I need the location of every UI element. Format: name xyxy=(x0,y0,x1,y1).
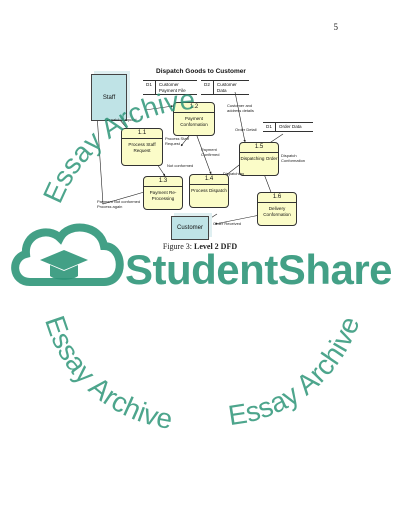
figure-caption: Figure 3: Level 2 DFD xyxy=(162,242,238,251)
process-id: 1.3 xyxy=(144,177,182,187)
flow-label-dispatch-conformation: Dispatch Conformation xyxy=(281,153,306,163)
process-1-4: 1.4 Process Dispatch xyxy=(189,174,229,208)
process-id: 1.6 xyxy=(258,193,296,203)
watermark-arc-top: Essay Archive xyxy=(37,84,196,208)
process-name: Payment Re-Processing xyxy=(149,190,177,201)
entity-customer: Customer xyxy=(171,216,209,240)
diagram-title: Dispatch Goods to Customer xyxy=(156,68,246,75)
process-name: Process Dispatch xyxy=(191,188,227,193)
process-id: 1.2 xyxy=(174,103,214,113)
process-id: 1.5 xyxy=(240,143,278,153)
flow-label-dispatching: Dispatching xyxy=(223,171,244,176)
process-1-6: 1.6 Delivery Conformation xyxy=(257,192,297,226)
flow-label-payment-confirmed: Payment Confirmed xyxy=(201,147,220,157)
flow-label-order-received: Order Received xyxy=(213,221,242,226)
process-id: 1.4 xyxy=(190,175,228,185)
flow-label-not-conformed: Not conformed xyxy=(167,163,194,168)
process-name: Dispatching Order xyxy=(240,156,278,161)
cloud-icon xyxy=(11,223,124,286)
process-name: Process Staff Request xyxy=(128,142,156,153)
caption-title: Level 2 DFD xyxy=(194,242,238,251)
watermark-brand: StudentShare xyxy=(125,246,393,293)
store-id: D1 xyxy=(263,123,276,131)
process-1-5: 1.5 Dispatching Order xyxy=(239,142,279,176)
page-number: 5 xyxy=(333,22,339,32)
process-name: Payment Conformation xyxy=(180,116,208,127)
store-order-data: D1 Order Data xyxy=(263,122,313,132)
process-1-1: 1.1 Process Staff Request xyxy=(121,128,163,166)
store-name: Customer Data xyxy=(216,82,237,93)
svg-text:Essay Archive: Essay Archive xyxy=(39,312,175,435)
process-id: 1.1 xyxy=(122,129,162,139)
svg-text:Essay Archive: Essay Archive xyxy=(226,312,365,431)
store-customer-payment-file: D1 Customer Payment File xyxy=(143,80,197,95)
process-1-3: 1.3 Payment Re-Processing xyxy=(143,176,183,210)
store-id: D2 xyxy=(201,81,214,94)
graduation-cap-icon xyxy=(40,250,88,280)
process-name: Delivery Conformation xyxy=(263,206,291,217)
entity-staff: Staff xyxy=(91,74,127,121)
flow-label-order-detail: Order Detail xyxy=(235,127,257,132)
caption-prefix: Figure 3 xyxy=(162,242,190,251)
store-name: Customer Payment File xyxy=(158,82,186,93)
dfd-diagram: Dispatch Goods to Customer Staff Custome… xyxy=(85,64,317,254)
flow-label-dispatch-request: Dispatch Request xyxy=(105,117,137,122)
store-id: D1 xyxy=(143,81,156,94)
store-name: Order Data xyxy=(278,124,302,129)
flow-label-process-staff-request: Process Staff Request xyxy=(165,136,189,146)
flow-label-payment-not-confirmed: Payment Not conformed Process again xyxy=(97,199,141,209)
process-1-2: 1.2 Payment Conformation xyxy=(173,102,215,136)
svg-text:Essay Archive: Essay Archive xyxy=(37,84,196,208)
flow-label-customer-address: Customer and address details xyxy=(227,103,254,113)
store-customer-data: D2 Customer Data xyxy=(201,80,249,95)
